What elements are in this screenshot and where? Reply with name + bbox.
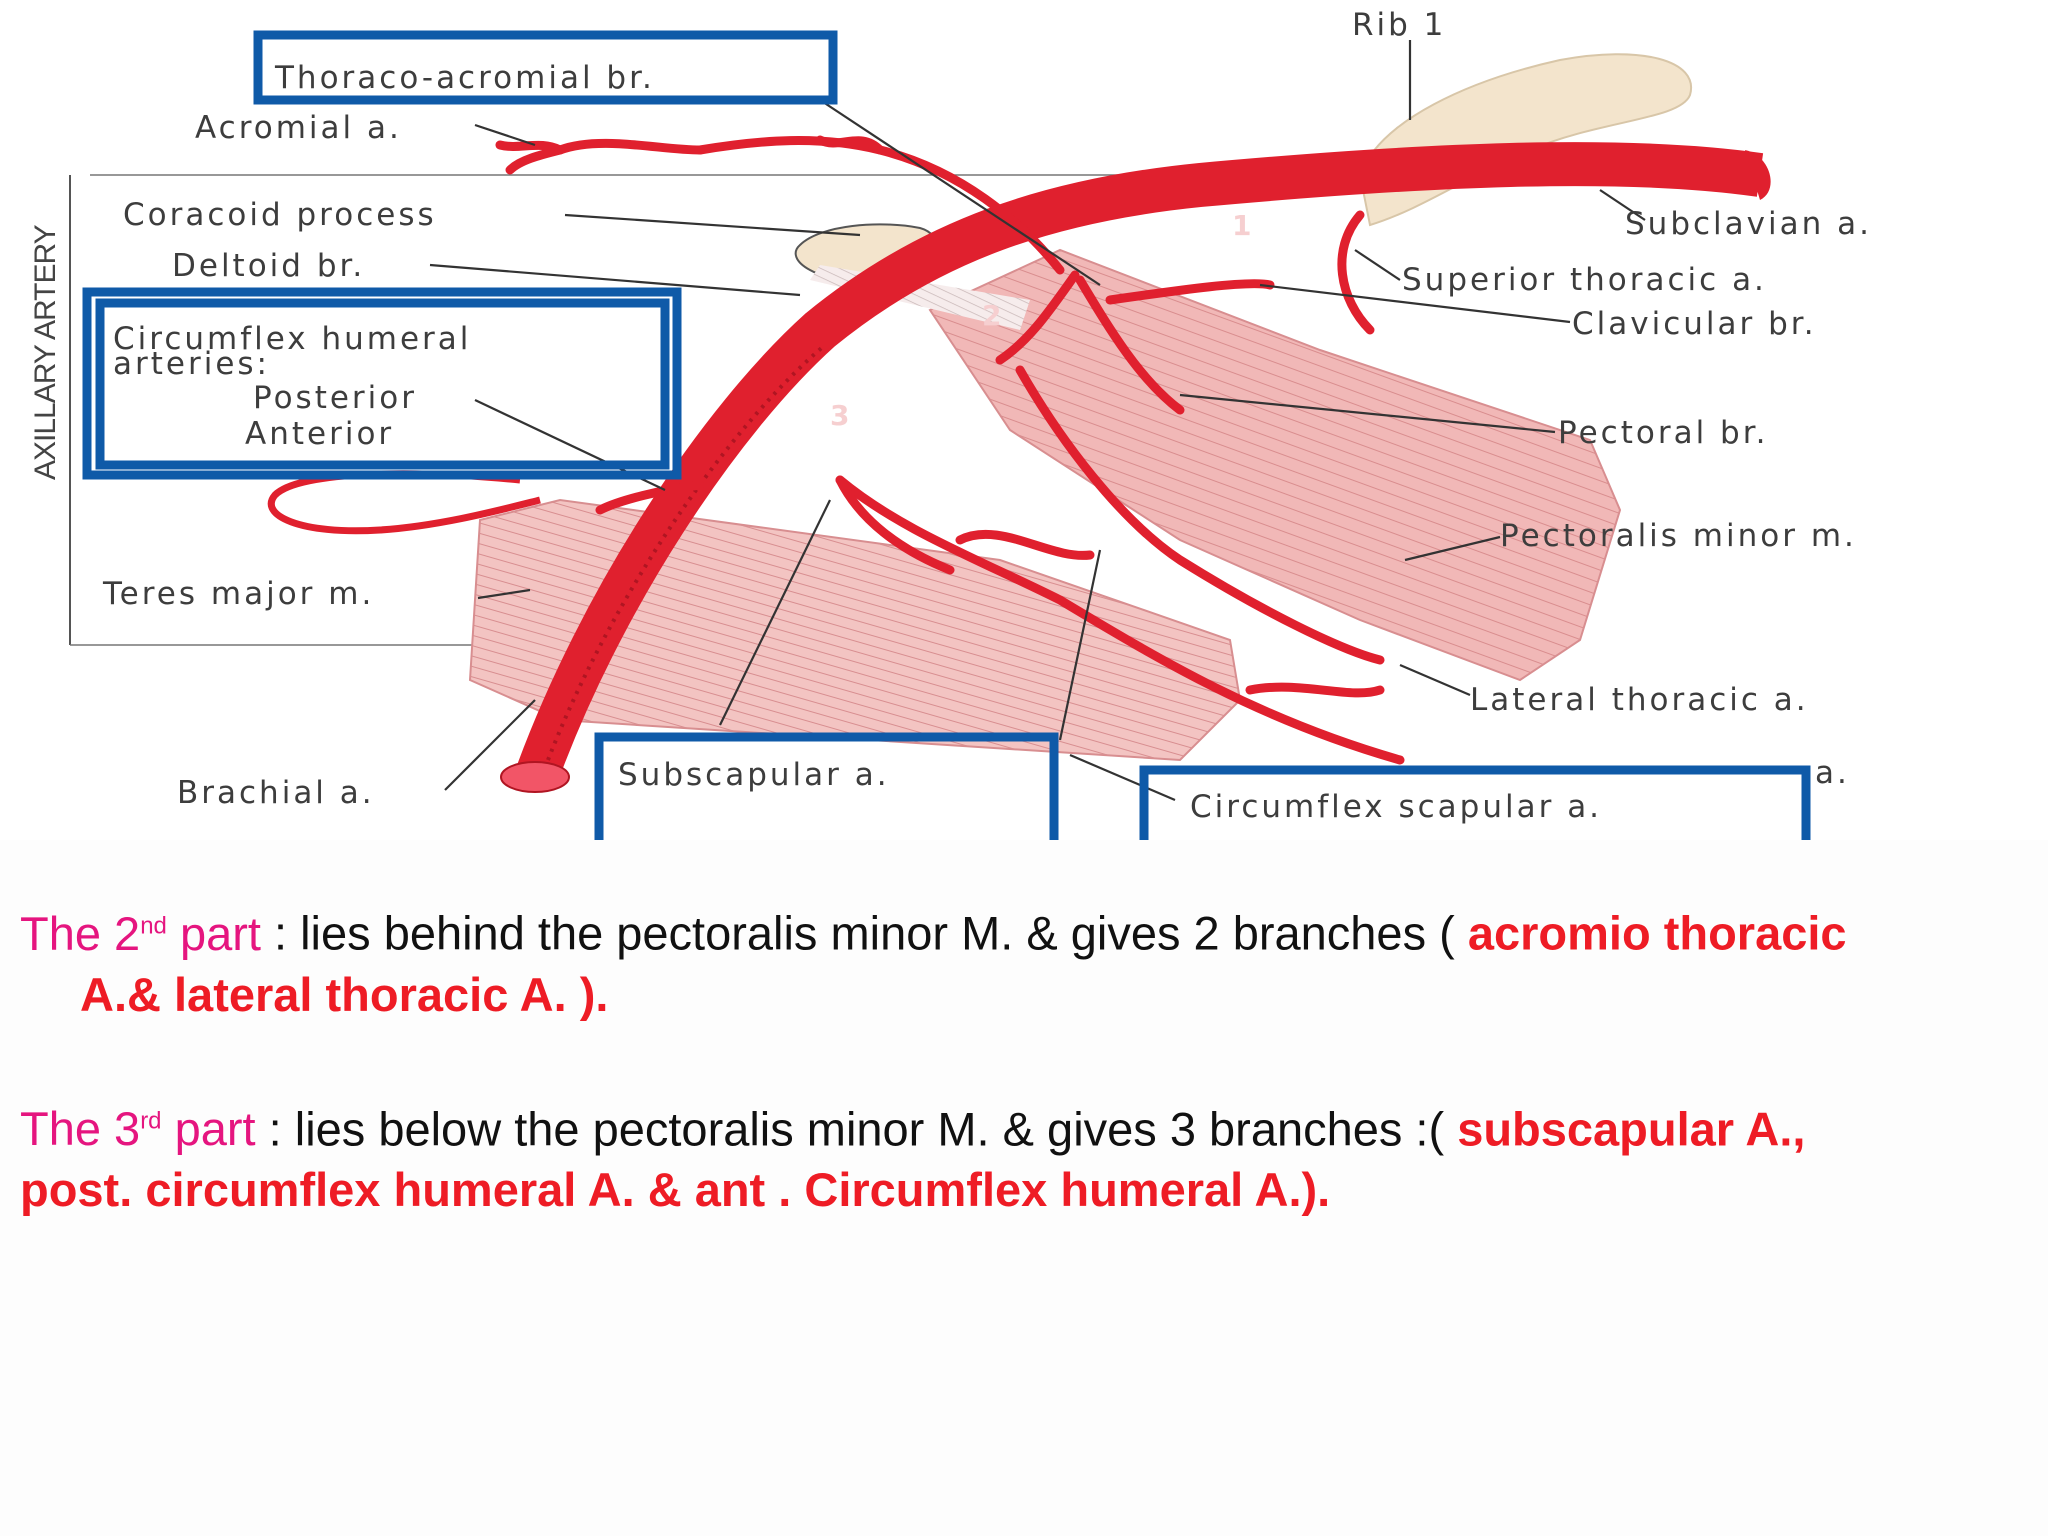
part-superscript: rd bbox=[140, 1107, 162, 1135]
diagram-svg: AXILLARY ARTERY bbox=[29, 7, 1872, 840]
branch-highlight: acromio thoracic bbox=[1467, 906, 1847, 960]
branch-highlight-continued: A.& lateral thoracic A. ). bbox=[80, 967, 609, 1021]
label-subscapular: Subscapular a. bbox=[618, 757, 890, 793]
label-posterior: Posterior bbox=[253, 380, 417, 416]
label-thoraco-acromial: Thoraco-acromial br. bbox=[274, 60, 655, 96]
branch-highlight: subscapular A., bbox=[1457, 1102, 1806, 1156]
label-deltoid: Deltoid br. bbox=[172, 248, 365, 284]
label-acromial: Acromial a. bbox=[195, 110, 402, 146]
highlight-box-circumflex-scapular bbox=[1139, 765, 1811, 840]
artery-branches bbox=[495, 135, 1405, 765]
part-heading: The 2nd part bbox=[20, 907, 261, 960]
label-teres-major: Teres major m. bbox=[102, 576, 374, 612]
highlight-box-circumflex-humeral-inner bbox=[95, 298, 670, 470]
part-lead: The 2 bbox=[20, 906, 141, 960]
label-lateral-thoracic: Lateral thoracic a. bbox=[1470, 682, 1809, 718]
label-subclavian: Subclavian a. bbox=[1625, 206, 1872, 242]
label-pectoralis-minor: Pectoralis minor m. bbox=[1500, 518, 1857, 554]
axillary-artery-trunk bbox=[514, 142, 1764, 788]
label-pectoral: Pectoral br. bbox=[1558, 415, 1768, 451]
paragraph-body: : lies below the pectoralis minor M. & g… bbox=[255, 1102, 1458, 1156]
label-anterior: Anterior bbox=[245, 416, 394, 452]
label-circumflex-line2: arteries: bbox=[113, 346, 270, 382]
paragraph-body: : lies behind the pectoralis minor M. & … bbox=[260, 906, 1468, 960]
label-thoracodorsal-tail: a. bbox=[1815, 755, 1850, 791]
label-clavicular: Clavicular br. bbox=[1572, 306, 1817, 342]
highlight-box-subscapular bbox=[594, 732, 1059, 840]
artery-texture bbox=[546, 343, 827, 761]
axillary-artery-diagram: AXILLARY ARTERY bbox=[29, 7, 1872, 840]
subclavian-end bbox=[1745, 150, 1771, 200]
label-coracoid-process: Coracoid process bbox=[123, 197, 437, 233]
highlight-box-circumflex-humeral bbox=[82, 287, 682, 480]
part-lead: The 3 bbox=[20, 1102, 141, 1156]
part-heading: The 3rd part bbox=[20, 1102, 256, 1155]
label-circumflex-scapular: Circumflex scapular a. bbox=[1190, 789, 1602, 825]
label-brachial: Brachial a. bbox=[177, 775, 375, 811]
part-superscript: nd bbox=[140, 912, 167, 939]
highlight-box-thoraco-acromial bbox=[253, 30, 838, 105]
part-tail: part bbox=[161, 1102, 256, 1156]
label-circumflex-line1: Circumflex humeral bbox=[113, 321, 471, 357]
paragraph-3rd-part: The 3rd part : lies below the pectoralis… bbox=[20, 1091, 2030, 1221]
branch-highlight-continued: post. circumflex humeral A. & ant . Circ… bbox=[20, 1163, 1331, 1217]
explanation-text: The 2nd part : lies behind the pectorali… bbox=[20, 895, 2030, 1286]
part-number-3: 3 bbox=[830, 399, 849, 432]
part-tail: part bbox=[166, 906, 261, 960]
part-number-1: 1 bbox=[1232, 209, 1251, 242]
axillary-artery-side-label: AXILLARY ARTERY bbox=[29, 224, 62, 480]
paragraph-2nd-part: The 2nd part : lies behind the pectorali… bbox=[20, 895, 2030, 1025]
brachial-cut-end bbox=[500, 761, 570, 793]
label-rib-1: Rib 1 bbox=[1352, 7, 1446, 43]
leader-lines bbox=[429, 40, 1646, 802]
pectoralis-minor-muscle bbox=[928, 248, 1622, 682]
label-superior-thoracic: Superior thoracic a. bbox=[1402, 262, 1767, 298]
part-number-2: 2 bbox=[982, 299, 1001, 332]
